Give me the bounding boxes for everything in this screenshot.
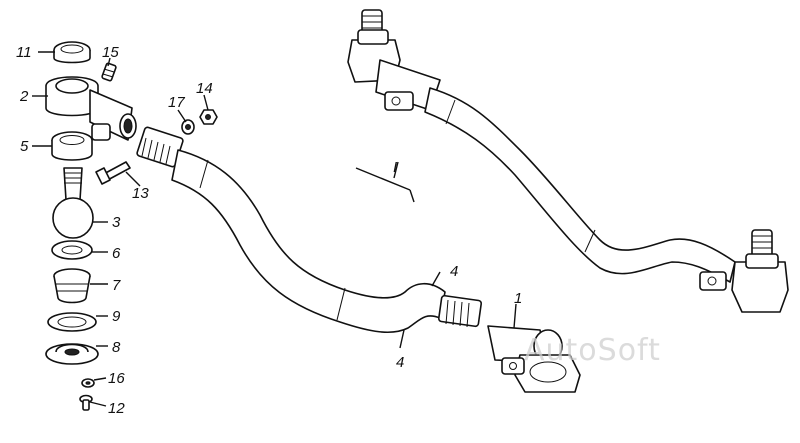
callout-3: 3 bbox=[112, 214, 121, 231]
section-mark-label: I bbox=[393, 159, 397, 176]
part-9-gasket bbox=[47, 312, 97, 332]
watermark-text: AutoSoft bbox=[524, 333, 661, 368]
part-17-washer bbox=[181, 119, 195, 135]
callout-11: 11 bbox=[16, 44, 32, 61]
callout-labels: 11 15 2 17 14 5 13 3 6 7 9 8 16 12 4 4 1… bbox=[16, 44, 522, 417]
callout-12: 12 bbox=[108, 400, 125, 417]
assembled-tie-rod bbox=[347, 9, 789, 313]
callout-1: 1 bbox=[514, 290, 522, 307]
part-14-nut bbox=[199, 109, 218, 125]
part-15-fitting bbox=[101, 62, 117, 82]
part-6-insert bbox=[51, 240, 93, 260]
callout-4-upper: 4 bbox=[450, 263, 458, 280]
callout-2: 2 bbox=[19, 88, 29, 105]
callout-14: 14 bbox=[196, 80, 213, 97]
callout-16: 16 bbox=[108, 370, 125, 387]
tie-rod-tube bbox=[136, 126, 483, 334]
part-16-washer bbox=[81, 378, 95, 388]
part-8-cover bbox=[45, 343, 99, 365]
leader-lines bbox=[32, 51, 517, 407]
callout-17: 17 bbox=[168, 94, 185, 111]
part-5-bushing bbox=[51, 131, 93, 161]
callout-8: 8 bbox=[112, 339, 121, 356]
part-7-spring bbox=[53, 268, 91, 304]
assembled-left-tip bbox=[347, 9, 441, 111]
part-3-ball-pin bbox=[52, 167, 94, 239]
part-2-housing bbox=[45, 76, 137, 141]
callout-13: 13 bbox=[132, 185, 149, 202]
part-11-cap bbox=[53, 41, 91, 64]
assembled-right-tip bbox=[699, 229, 789, 313]
callout-15: 15 bbox=[102, 44, 119, 61]
callout-5: 5 bbox=[20, 138, 29, 155]
part-12-screw bbox=[79, 394, 93, 411]
callout-6: 6 bbox=[112, 245, 121, 262]
part-13-bolt bbox=[95, 161, 131, 185]
callout-9: 9 bbox=[112, 308, 121, 325]
callout-7: 7 bbox=[112, 277, 121, 294]
callout-4-lower: 4 bbox=[396, 354, 404, 371]
right-tip-part-1 bbox=[487, 325, 581, 393]
section-mark bbox=[355, 161, 415, 203]
